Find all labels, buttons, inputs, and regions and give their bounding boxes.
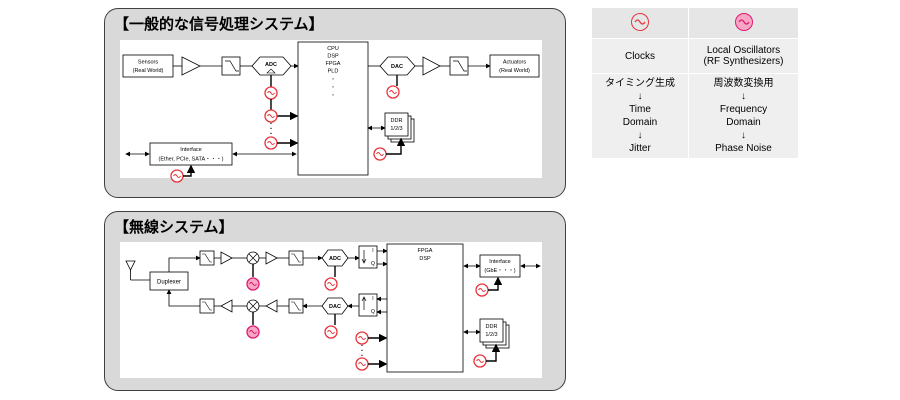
tx-pa-icon [220, 299, 233, 313]
gbe-interface-label: Interface [489, 259, 510, 265]
rx-i-label: I [372, 248, 373, 254]
rf-ddr-sublabel: 1/2/3 [485, 332, 497, 338]
svg-text:・: ・ [359, 349, 365, 355]
rf-ddr-label: DDR [486, 324, 498, 330]
cpu-line-2: FPGA [326, 61, 341, 67]
adc-label: ADC [265, 62, 277, 68]
cpu-line-4: ・ [330, 77, 336, 83]
amplifier-icon-tx [422, 56, 441, 76]
tx-iq-block: I Q [358, 293, 378, 317]
dsp-label: DSP [419, 256, 431, 262]
rf-ddr-block: DDR 1/2/3 [479, 318, 510, 349]
cpu-line-0: CPU [327, 46, 339, 52]
legend-clocks-title: Clocks [592, 38, 689, 74]
ddr-block: DDR 1/2/3 [384, 112, 415, 143]
duplexer-block: Duplexer [149, 271, 189, 291]
dac-label: DAC [391, 64, 403, 70]
legend-lo-icon-cell [688, 8, 798, 39]
tx-dac-label: DAC [329, 304, 341, 310]
svg-text:・: ・ [268, 132, 274, 138]
sensors-sublabel: (Real World) [133, 68, 164, 74]
ddr-label: DDR [391, 118, 403, 124]
rx-adc-label: ADC [329, 256, 341, 262]
cpu-block: CPU DSP FPGA PLD ・ ・ ・ [297, 41, 369, 176]
rx-lna-icon [220, 251, 233, 265]
tx-mixer-icon [246, 299, 260, 313]
legend-table: Clocks Local Oscillators(RF Synthesizers… [592, 8, 798, 158]
legend-clocks-description: タイミング生成 ↓ Time Domain ↓ Jitter [592, 73, 689, 158]
ddr-sublabel: 1/2/3 [390, 126, 402, 132]
rx-filter-icon [199, 250, 215, 266]
fpga-label: FPGA [418, 248, 433, 254]
interface-sublabel: (Ether, PCIe, SATA・・・) [159, 157, 224, 163]
actuators-box: Actuators (Real World) [489, 54, 540, 78]
tx-filter2-icon [288, 298, 304, 314]
clock-icon [631, 12, 649, 31]
actuators-label: Actuators [503, 60, 526, 66]
interface-label: Interface [180, 147, 201, 153]
svg-text:・: ・ [359, 354, 365, 360]
svg-text:・: ・ [268, 122, 274, 128]
cpu-line-3: PLD [328, 69, 339, 75]
rx-amp-icon [265, 251, 278, 265]
wireless-system-title: 【無線システム】 [114, 218, 234, 236]
sensors-label: Sensors [138, 60, 158, 66]
gbe-interface-sublabel: (GbE・・・) [484, 268, 515, 274]
svg-text:・: ・ [359, 344, 365, 350]
tx-i-label: I [372, 296, 373, 302]
rx-mixer-icon [246, 251, 260, 265]
cpu-line-6: ・ [330, 93, 336, 99]
tx-filter-icon [199, 298, 215, 314]
antenna-icon [125, 260, 150, 281]
cpu-line-5: ・ [330, 85, 336, 91]
rx-q-label: Q [371, 261, 375, 267]
duplexer-label: Duplexer [157, 280, 181, 286]
amplifier-icon [181, 56, 201, 76]
svg-text:・: ・ [268, 127, 274, 133]
general-system-title: 【一般的な信号処理システム】 [114, 15, 324, 33]
gbe-interface-block: Interface (GbE・・・) [479, 254, 521, 278]
actuators-sublabel: (Real World) [499, 68, 530, 74]
legend-lo-title: Local Oscillators(RF Synthesizers) [688, 38, 798, 74]
legend-lo-description: 周波数変換用 ↓ Frequency Domain ↓ Phase Noise [688, 73, 798, 158]
fpga-block: FPGA DSP [386, 243, 464, 373]
local-oscillator-icon [734, 12, 753, 31]
rx-adc-block: ADC [321, 249, 349, 267]
cpu-line-1: DSP [327, 54, 339, 60]
tx-amp-icon [265, 299, 278, 313]
tx-q-label: Q [371, 309, 375, 315]
rx-filter2-icon [288, 250, 304, 266]
legend-clock-icon-cell [592, 8, 689, 39]
tx-dac-block: DAC [321, 297, 349, 315]
rx-iq-block: I Q [358, 245, 378, 269]
